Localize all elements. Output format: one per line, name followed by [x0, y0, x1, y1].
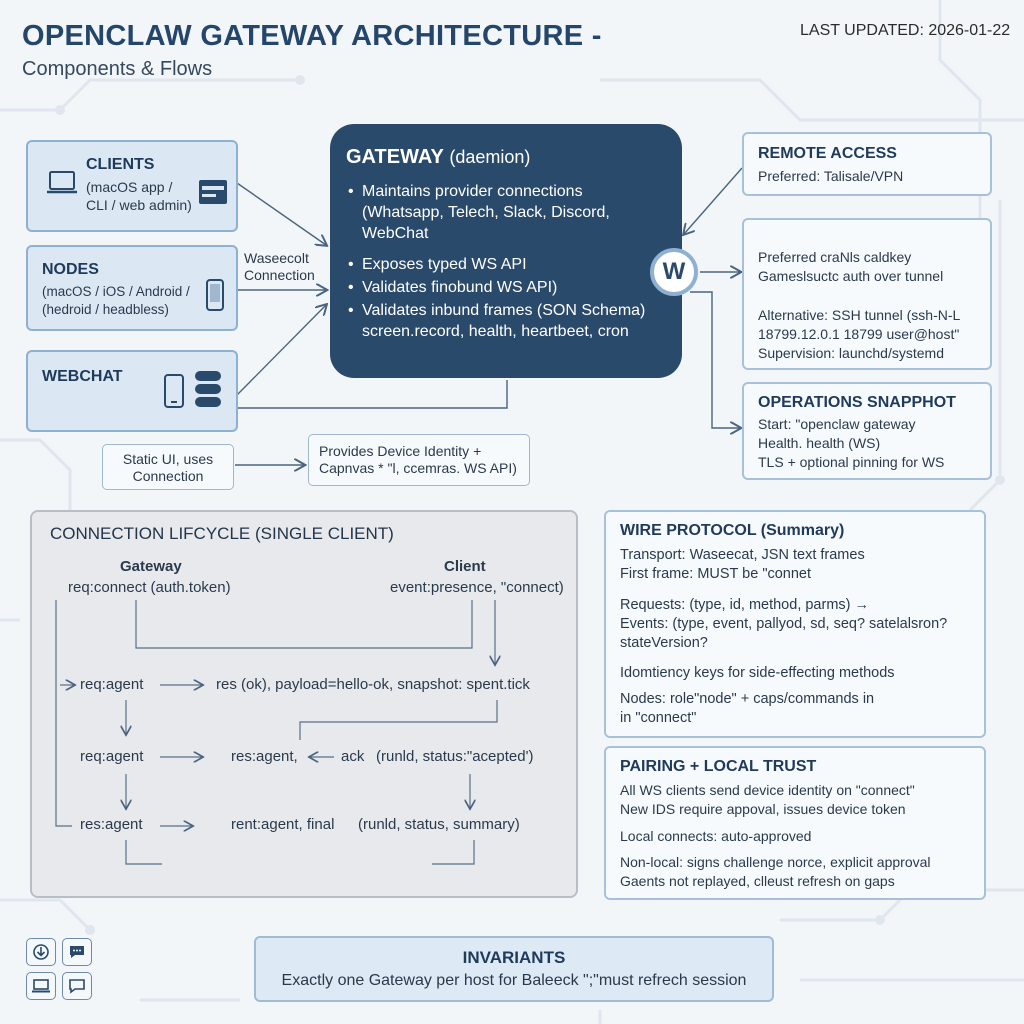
- operations-box: OPERATIONS SNAPPHOT Start: "openclaw gat…: [742, 382, 992, 480]
- nodes-desc: (macOS / iOS / Android / (hedroid / head…: [42, 284, 190, 317]
- pairing-identity: All WS clients send device identity on "…: [620, 782, 915, 817]
- ws-connection-label: Waseecolt Connection: [244, 250, 315, 283]
- webchat-title: WEBCHAT: [42, 368, 123, 385]
- gateway-bullet: Maintains provider connections (Whatsapp…: [348, 181, 666, 244]
- static-ui-box: Static UI, uses Connection: [102, 444, 234, 490]
- invariants-title: INVARIANTS: [462, 948, 566, 967]
- lifecycle-client-label: Client: [444, 558, 486, 575]
- operations-text: Start: "openclaw gateway Health. health …: [758, 416, 945, 470]
- remote-details-preferred: Preferred craNls caldkey Gameslsuctc aut…: [758, 249, 944, 284]
- pairing-box: PAIRING + LOCAL TRUST All WS clients sen…: [604, 746, 986, 900]
- page-subtitle: Components & Flows: [22, 58, 213, 80]
- laptop-small-icon[interactable]: [26, 972, 56, 1000]
- gateway-bullet: Validates finobund WS API): [348, 277, 666, 298]
- lifecycle-final-summary: (runld, status, summary): [358, 816, 520, 833]
- gateway-title: GATEWAY (daemion): [346, 146, 666, 169]
- remote-access-text: Preferred: Talisale/VPN: [758, 168, 904, 184]
- message-icon[interactable]: [62, 972, 92, 1000]
- remote-access-title: REMOTE ACCESS: [758, 145, 897, 162]
- smartphone-icon: [206, 279, 224, 311]
- last-updated: LAST UPDATED: 2026-01-22: [800, 22, 1011, 39]
- gateway-bullet: Validates inbund frames (SON Schema) scr…: [348, 300, 666, 342]
- database-icon: [195, 371, 221, 407]
- wire-nodes: Nodes: role"node" + caps/commands in in …: [620, 691, 875, 726]
- clients-title: CLIENTS: [86, 156, 155, 173]
- operations-title: OPERATIONS SNAPPHOT: [758, 394, 956, 411]
- pairing-nonlocal: Non-local: signs challenge norce, explic…: [620, 854, 931, 889]
- invariants-text: Exactly one Gateway per host for Baleeck…: [281, 972, 747, 989]
- webchat-box: WEBCHAT: [26, 350, 238, 432]
- wire-idempotency: Idomtiency keys for side-effecting metho…: [620, 665, 895, 681]
- remote-details-box: Preferred craNls caldkey Gameslsuctc aut…: [742, 218, 992, 370]
- nodes-title: NODES: [42, 261, 99, 278]
- remote-details-alternative: Alternative: SSH tunnel (ssh-N-L 18799.1…: [758, 307, 961, 361]
- invariants-box: INVARIANTS Exactly one Gateway per host …: [254, 936, 774, 1002]
- legend-icons: [26, 938, 96, 1002]
- wire-transport: Transport: Waseecat, JSN text frames Fir…: [620, 547, 865, 582]
- gateway-bullets: Maintains provider connections (Whatsapp…: [346, 181, 666, 342]
- page-title: OPENCLAW GATEWAY ARCHITECTURE -: [22, 20, 602, 52]
- websocket-badge-icon: W: [650, 248, 698, 296]
- wire-requests-events: Requests: (type, id, method, parms) → Ev…: [620, 597, 948, 651]
- gateway-bullet: Exposes typed WS API: [348, 254, 666, 275]
- laptop-icon: [47, 171, 77, 194]
- wire-protocol-box: WIRE PROTOCOL (Summary) Transport: Wasee…: [604, 510, 986, 738]
- nodes-box: NODES (macOS / iOS / Android / (hedroid …: [26, 245, 238, 331]
- pairing-local: Local connects: auto-approved: [620, 828, 812, 844]
- clients-desc: (macOS app / CLI / web admin): [86, 179, 192, 213]
- gateway-box: GATEWAY (daemion) Maintains provider con…: [330, 124, 682, 378]
- lifecycle-title: CONNECTION LIFCYCLE (SINGLE CLIENT): [50, 524, 394, 543]
- gateway-title-main: GATEWAY: [346, 146, 444, 168]
- gateway-title-suffix: (daemion): [449, 147, 531, 167]
- chat-icon[interactable]: [62, 938, 92, 966]
- download-icon[interactable]: [26, 938, 56, 966]
- lifecycle-event-presence: event:presence, "connect): [390, 579, 564, 596]
- lifecycle-box: [30, 510, 578, 898]
- lifecycle-res-agent-final: res:agent: [80, 816, 143, 833]
- wire-protocol-title: WIRE PROTOCOL (Summary): [620, 522, 845, 539]
- lifecycle-ack: ack: [341, 748, 365, 765]
- lifecycle-gateway-label: Gateway: [120, 558, 182, 575]
- device-identity-box: Provides Device Identity + Capnvas * "l,…: [308, 434, 530, 486]
- lifecycle-ack-status: (runld, status:"acepted'): [376, 748, 534, 765]
- lifecycle-res-agent: res:agent,: [231, 748, 298, 765]
- remote-access-box: REMOTE ACCESS Preferred: Talisale/VPN: [742, 132, 992, 196]
- lifecycle-res-hello: res (ok), payload=hello-ok, snapshot: sp…: [216, 676, 530, 693]
- pairing-title: PAIRING + LOCAL TRUST: [620, 758, 817, 775]
- lifecycle-req-connect: req:connect (auth.token): [68, 579, 231, 596]
- clients-box: CLIENTS (macOS app / CLI / web admin): [26, 140, 238, 232]
- server-icon: [199, 180, 227, 204]
- lifecycle-req-agent-1: req:agent: [80, 676, 144, 693]
- phone-icon: [164, 374, 184, 408]
- lifecycle-event-final: rent:agent, final: [231, 816, 335, 833]
- lifecycle-req-agent-2: req:agent: [80, 748, 144, 765]
